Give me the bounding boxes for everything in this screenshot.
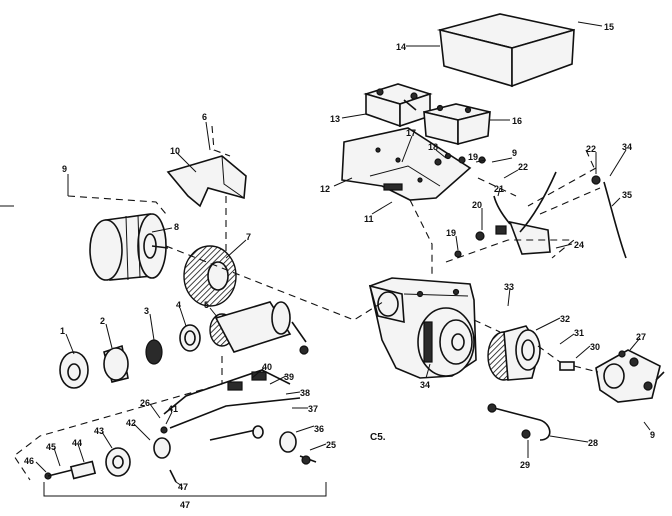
part-label-37: 37 [308, 404, 318, 414]
part-label-28: 28 [588, 438, 598, 448]
part-label-40: 40 [262, 362, 272, 372]
part-label-20: 20 [472, 200, 482, 210]
part-label-32: 32 [560, 314, 570, 324]
lead-wire [591, 175, 627, 259]
part-label-6-top: 6 [202, 112, 207, 122]
burner-housing [368, 277, 477, 379]
part-label-14: 14 [396, 42, 406, 52]
blower-wheel [183, 245, 237, 307]
part-label-9-pump: 9 [650, 430, 655, 440]
part-label-34-top: 34 [622, 142, 632, 152]
coupling-parts [59, 313, 235, 389]
part-label-41: 41 [168, 404, 178, 414]
part-number-labels: 14 15 13 16 17 18 19 9 22 21 20 19 24 22… [24, 22, 655, 510]
part-label-8: 8 [174, 222, 179, 232]
part-label-45: 45 [46, 442, 56, 452]
part-label-4: 4 [176, 300, 181, 310]
part-label-47: 47 [180, 500, 190, 510]
part-label-16: 16 [512, 116, 522, 126]
part-label-11: 11 [364, 214, 374, 224]
part-label-1: 1 [60, 326, 65, 336]
diagram-code: C5. [370, 432, 386, 443]
part-label-24: 24 [574, 240, 584, 250]
part-label-3: 3 [144, 306, 149, 316]
motor-bracket [166, 155, 247, 208]
leader-lines [35, 21, 651, 487]
part-label-39: 39 [284, 372, 294, 382]
part-label-29: 29 [520, 460, 530, 470]
part-label-26: 26 [140, 398, 150, 408]
part-label-35: 35 [622, 190, 632, 200]
assembly-lines [13, 125, 601, 481]
part-label-22-right: 22 [586, 144, 596, 154]
part-label-38: 38 [300, 388, 310, 398]
fuel-pump [559, 349, 665, 403]
part-label-34: 34 [420, 380, 430, 390]
part-label-43: 43 [94, 426, 104, 436]
part-label-27: 27 [636, 332, 646, 342]
part-label-30: 30 [590, 342, 600, 352]
part-label-7: 7 [246, 232, 251, 242]
part-label-9-top: 9 [512, 148, 517, 158]
part-label-21: 21 [494, 184, 504, 194]
primary-control [423, 103, 491, 146]
part-label-33: 33 [504, 282, 514, 292]
part-label-12: 12 [320, 184, 330, 194]
part-label-31: 31 [574, 328, 584, 338]
capacitor [214, 301, 309, 355]
part-label-47-upper: 47 [178, 482, 188, 492]
electrode-assembly [44, 369, 317, 483]
part-label-18: 18 [428, 142, 438, 152]
group-bracket-47 [43, 482, 327, 497]
part-label-25: 25 [326, 440, 336, 450]
part-label-9: 9 [62, 164, 67, 174]
part-label-19: 19 [446, 228, 456, 238]
part-label-10: 10 [170, 146, 180, 156]
part-label-15: 15 [604, 22, 614, 32]
cad-cell-assembly [454, 171, 557, 258]
part-label-2: 2 [100, 316, 105, 326]
ignition-transformer [363, 83, 433, 128]
part-label-13: 13 [330, 114, 340, 124]
part-label-22-top: 22 [518, 162, 528, 172]
fan-ring [487, 325, 541, 381]
part-label-36: 36 [314, 424, 324, 434]
part-label-42: 42 [126, 418, 136, 428]
part-label-5: 5 [204, 300, 209, 310]
burner-cover [436, 13, 575, 88]
burner-motor [89, 213, 169, 281]
part-label-46: 46 [24, 456, 34, 466]
mounting-plate [341, 127, 486, 201]
part-label-44: 44 [72, 438, 82, 448]
part-label-17: 17 [406, 128, 416, 138]
part-label-19a: 19 [468, 152, 478, 162]
nozzle-line [487, 403, 551, 441]
